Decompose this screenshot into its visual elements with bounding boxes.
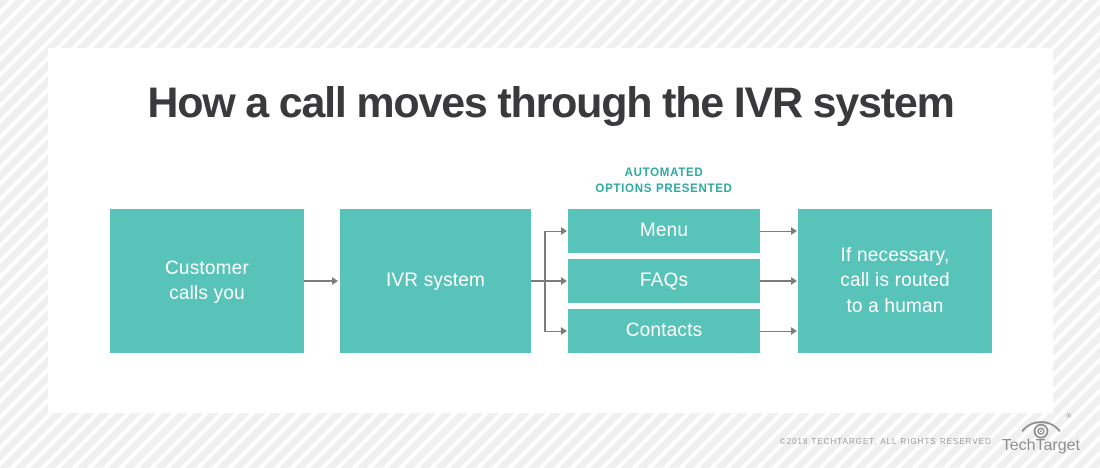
ivr-system-box: IVR system — [340, 209, 531, 353]
registered-mark: ® — [1066, 414, 1071, 420]
arrow-contacts-to-human — [760, 330, 791, 332]
automated-options-label-line1: AUTOMATED — [624, 167, 704, 179]
contacts-option-label: Contacts — [625, 320, 703, 342]
arrow-faqs-to-human — [760, 280, 791, 282]
techtarget-logo: ® TechTarget — [1001, 414, 1080, 455]
automated-options-label: AUTOMATED OPTIONS PRESENTED — [568, 166, 760, 197]
automated-options-label-line2: OPTIONS PRESENTED — [595, 182, 733, 195]
ivr-system-label: IVR system — [385, 270, 486, 292]
faqs-option-label: FAQs — [639, 270, 689, 292]
arrow-ivr-to-faqs — [544, 280, 561, 282]
footer: ©2018 TECHTARGET, ALL RIGHTS RESERVED ® … — [779, 414, 1080, 455]
page-title: How a call moves through the IVR system — [147, 79, 954, 127]
routed-to-human-box: If necessary, call is routed to a human — [798, 209, 992, 353]
faqs-option-box: FAQs — [568, 259, 760, 303]
techtarget-wordmark: TechTarget — [1001, 437, 1080, 454]
customer-calls-label-line1: Customer — [165, 257, 249, 279]
logo-eye-wrap: ® — [1018, 414, 1071, 439]
infographic-card: How a call moves through the IVR system … — [48, 48, 1053, 413]
arrow-customer-to-ivr — [304, 280, 332, 282]
routed-to-human-label-line2: call is routed — [840, 270, 950, 292]
arrow-menu-to-human — [760, 230, 791, 232]
arrow-ivr-to-contacts — [544, 330, 561, 332]
connector-ivr-stub — [531, 280, 545, 282]
copyright-text: ©2018 TECHTARGET, ALL RIGHTS RESERVED — [779, 437, 992, 446]
menu-option-box: Menu — [568, 209, 760, 253]
arrow-ivr-to-menu — [544, 230, 561, 232]
contacts-option-box: Contacts — [568, 309, 760, 353]
routed-to-human-label-line3: to a human — [846, 295, 944, 317]
eye-icon — [1021, 421, 1061, 439]
routed-to-human-label-line1: If necessary, — [840, 245, 950, 267]
customer-calls-label-line2: calls you — [169, 283, 245, 304]
customer-calls-box: Customer calls you — [110, 209, 304, 353]
menu-option-label: Menu — [639, 220, 689, 242]
